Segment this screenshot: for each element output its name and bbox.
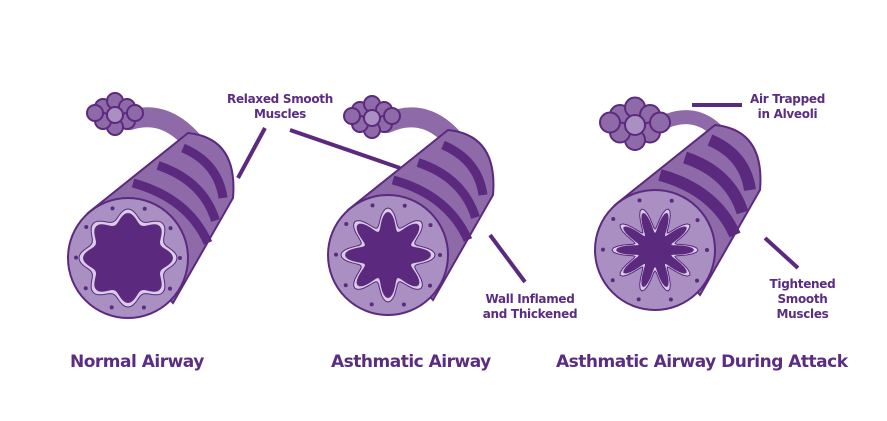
gland-dot [344, 222, 349, 227]
airway-attack [594, 96, 762, 311]
label-relaxed-smooth-muscles: Relaxed Smooth Muscles [215, 92, 345, 122]
gland-dot [402, 203, 407, 208]
gland-dot [601, 247, 606, 252]
airway-lumen [616, 212, 694, 288]
gland-dot [636, 297, 641, 302]
alveolus [343, 107, 361, 125]
gland-dot [110, 206, 115, 211]
alveolus [106, 106, 124, 124]
gland-dot [611, 217, 616, 222]
gland-dot [109, 305, 114, 310]
smooth-muscle-band [416, 158, 480, 219]
smooth-muscle-band [156, 161, 220, 222]
pointer-line [236, 127, 267, 179]
airway-inflamed [327, 95, 495, 316]
gland-dot [142, 206, 147, 211]
label-wall-inflamed: Wall Inflamed and Thickened [475, 292, 585, 322]
gland-dot [343, 283, 348, 288]
gland-dot [74, 255, 79, 260]
label-line: Tightened [769, 277, 836, 291]
label-air-trapped: Air Trapped in Alveoli [740, 92, 835, 122]
label-line: Wall Inflamed [485, 292, 575, 306]
gland-dot [178, 256, 182, 260]
gland-dot [83, 286, 88, 291]
pointer-line [763, 236, 800, 270]
label-line: Muscles [776, 307, 829, 321]
gland-dot [168, 286, 173, 291]
airway-lumen [83, 213, 173, 303]
smooth-muscle-band [441, 140, 488, 196]
gland-dot [637, 198, 642, 203]
gland-dot [695, 218, 700, 223]
gland-dot [669, 198, 674, 203]
gland-dot [334, 252, 339, 257]
alveolus [86, 104, 104, 122]
gland-dot [141, 305, 146, 310]
gland-dot [668, 297, 673, 302]
gland-dot [428, 283, 433, 288]
alveolus [599, 111, 621, 134]
label-line: and Thickened [482, 307, 578, 321]
smooth-muscle-band [707, 134, 756, 192]
label-line: in Alveoli [757, 107, 818, 121]
gland-dot [695, 278, 700, 283]
gland-dot [84, 225, 89, 230]
gland-dot [401, 302, 406, 307]
gland-dot [168, 226, 173, 231]
gland-dot [438, 253, 442, 257]
alveolus [363, 109, 381, 127]
smooth-muscle-band [391, 175, 473, 242]
gland-dot [428, 223, 433, 228]
label-line: Muscles [253, 107, 307, 121]
label-tightened-smooth-muscles: Tightened Smooth Muscles [760, 277, 845, 322]
pointer-line [488, 233, 527, 284]
label-line: Relaxed Smooth [227, 92, 333, 106]
airway-lumen [345, 212, 431, 298]
airway-normal [67, 92, 235, 319]
alveolus [624, 114, 646, 136]
alveolus [383, 107, 401, 125]
smooth-muscle-band [131, 178, 213, 245]
gland-dot [369, 302, 374, 307]
title-asthmatic-airway-attack: Asthmatic Airway During Attack [556, 352, 848, 372]
pointer-line [289, 128, 401, 170]
gland-dot [610, 278, 615, 283]
gland-dot [370, 203, 375, 208]
smooth-muscle-band [682, 151, 749, 215]
label-line: Smooth [777, 292, 828, 306]
smooth-muscle-band [181, 143, 228, 199]
alveolus [649, 111, 671, 134]
alveolus [126, 104, 144, 122]
gland-dot [705, 248, 709, 252]
smooth-muscle-band [658, 169, 741, 238]
title-asthmatic-airway: Asthmatic Airway [331, 352, 491, 372]
title-normal-airway: Normal Airway [70, 352, 204, 372]
label-line: Air Trapped [750, 92, 825, 106]
